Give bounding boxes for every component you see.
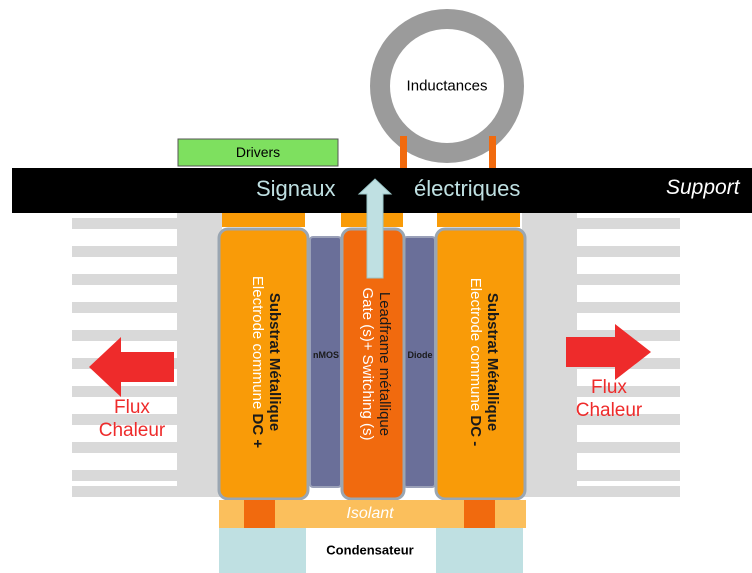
diode-die bbox=[403, 236, 436, 488]
nmos-label: nMOS bbox=[313, 350, 339, 360]
isolant-label: Isolant bbox=[346, 505, 394, 522]
contact-pad-left bbox=[222, 213, 305, 227]
diode-label: Diode bbox=[407, 350, 433, 360]
condensateur-label: Condensateur bbox=[326, 542, 414, 558]
nmos-die bbox=[309, 236, 342, 488]
support-signal-word-left: Signaux bbox=[256, 176, 336, 201]
condensateur-right-pillar bbox=[436, 528, 523, 573]
left-substrate-text: Substrat Métallique Electrode commune DC… bbox=[243, 222, 283, 502]
isolant-via-left bbox=[244, 500, 275, 528]
heat-right-line2: Chaleur bbox=[575, 399, 643, 421]
heat-left-line1: Flux bbox=[114, 397, 150, 418]
drivers-label: Drivers bbox=[235, 144, 281, 160]
heat-left-line2: Chaleur bbox=[98, 419, 166, 441]
left-substrate-polarity: DC + bbox=[248, 413, 266, 449]
contact-pad-right bbox=[437, 213, 520, 227]
heat-left-label: Flux Chaleur bbox=[99, 397, 166, 443]
right-substrate-text: Substrat Métallique Electrode commune DC… bbox=[461, 222, 501, 502]
isolant-via-right bbox=[464, 500, 495, 528]
right-substrate-subtitle-line: Electrode commune DC - bbox=[467, 222, 484, 502]
signal-arrow bbox=[357, 178, 393, 279]
left-substrate-subtitle-line: Electrode commune DC + bbox=[249, 222, 266, 502]
left-heatsink bbox=[72, 212, 222, 497]
support-signal-word-right: électriques bbox=[414, 176, 521, 201]
right-heatsink bbox=[522, 212, 680, 497]
right-substrate-subtitle: Electrode commune bbox=[466, 277, 484, 416]
right-substrate-polarity: DC - bbox=[466, 415, 484, 447]
inductor-ring bbox=[370, 9, 524, 163]
leadframe-line1: Leadframe métallique bbox=[376, 291, 393, 437]
left-substrate-subtitle: Electrode commune bbox=[248, 275, 266, 414]
condensateur-left-pillar bbox=[219, 528, 306, 573]
heat-arrow-right bbox=[566, 324, 651, 380]
support-label: Support bbox=[666, 176, 740, 199]
right-substrate-block bbox=[434, 227, 527, 501]
leadframe-text: Leadframe métallique Gate (s)+ Switching… bbox=[353, 224, 393, 504]
heat-arrow-left bbox=[89, 337, 174, 397]
heat-right-label: Flux Chaleur bbox=[576, 377, 643, 423]
right-substrate-title: Substrat Métallique bbox=[484, 292, 501, 432]
left-substrate-title: Substrat Métallique bbox=[266, 292, 283, 432]
inductor-lead-right bbox=[489, 136, 496, 170]
left-substrate-block bbox=[217, 227, 310, 501]
drivers-box bbox=[177, 138, 339, 167]
inductor-lead-left bbox=[400, 136, 407, 170]
leadframe-line2: Gate (s)+ Switching (s) bbox=[358, 287, 376, 441]
inductor-label: Inductances bbox=[406, 77, 488, 95]
heat-right-line1: Flux bbox=[591, 377, 627, 398]
